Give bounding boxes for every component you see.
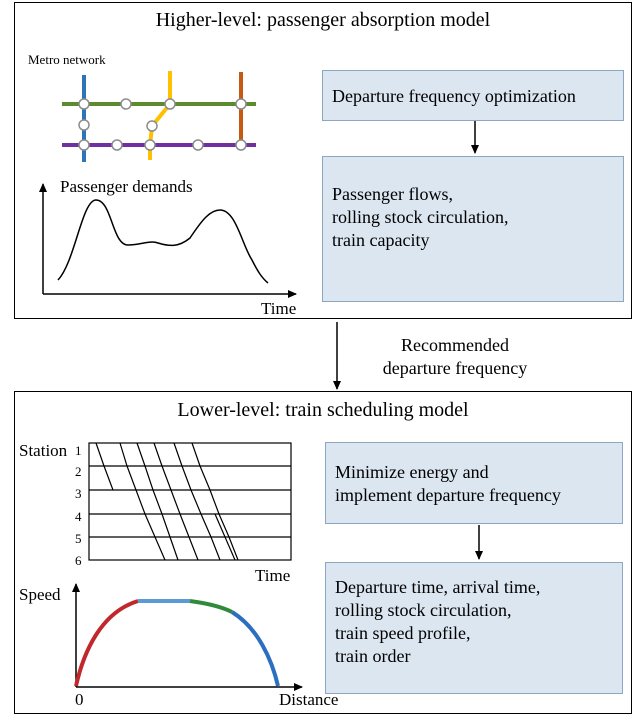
box-line: Passenger flows, [332,184,453,204]
metro-line-yellow-branch [148,102,172,160]
train-path [136,442,179,561]
timetable-time-label: Time [255,566,291,585]
speed-brake-segment [230,610,280,687]
speed-label: Speed [19,585,61,604]
mid-label-line: Recommended [401,335,509,355]
train-paths [95,442,239,561]
box-line: train speed profile, [335,623,471,643]
station-lines [89,465,291,538]
metro-station [120,98,132,110]
lower-level-panel: Lower-level: train scheduling model Stat… [14,391,632,714]
station-number: 2 [75,464,82,479]
passenger-demand-chart [39,183,297,298]
metro-station [78,119,90,131]
departure-frequency-optimization-text: Departure frequency optimization [332,86,576,106]
metro-station [235,139,247,151]
box-line: rolling stock circulation, [332,207,509,227]
box-line: rolling stock circulation, [335,600,512,620]
recommended-departure-frequency-label: Recommended departure frequency [360,334,550,380]
train-path [173,442,221,561]
train-path [153,442,199,561]
metro-network-map [62,71,256,162]
metro-station [164,98,176,110]
passenger-demands-label: Passenger demands [60,177,193,196]
demand-curve [57,199,269,284]
departure-time-box: Departure time, arrival time, rolling st… [325,562,623,694]
train-path [119,442,166,561]
metro-station [111,139,123,151]
metro-station [192,139,204,151]
station-number: 5 [75,531,82,546]
station-number: 4 [75,509,82,524]
higher-level-panel: Higher-level: passenger absorption model… [14,2,632,319]
metro-station [146,120,158,132]
departure-frequency-optimization-box: Departure frequency optimization [322,70,624,121]
station-number: 1 [75,443,82,458]
metro-stations [78,98,247,151]
box-line: train order [335,646,411,666]
station-label: Station [19,441,68,460]
station-number: 3 [75,486,82,501]
higher-level-title: Higher-level: passenger absorption model [155,9,491,31]
metro-station [144,139,156,151]
timetable-chart [88,442,292,561]
train-path [95,442,114,491]
metro-station [78,98,90,110]
train-path [214,513,236,561]
metro-network-label: Metro network [28,52,106,67]
box-line: Minimize energy and [335,462,489,482]
mid-label-line: departure frequency [382,358,528,378]
box-line: Departure time, arrival time, [335,577,541,597]
lower-level-title: Lower-level: train scheduling model [177,399,469,421]
timetable-frame [88,442,292,561]
time-label: Time [261,299,297,318]
train-path [191,442,239,561]
box-line: train capacity [332,230,430,250]
speed-profile-chart [72,583,303,691]
passenger-flows-box: Passenger flows, rolling stock circulati… [322,156,624,302]
origin-label: 0 [75,690,84,709]
speed-coast-segment [189,599,233,614]
metro-station [78,139,90,151]
speed-accelerate-segment [74,599,139,687]
box-line: implement departure frequency [335,485,561,505]
distance-label: Distance [279,690,339,709]
minimize-energy-box: Minimize energy and implement departure … [325,442,623,524]
station-number: 6 [75,553,82,568]
metro-station [235,98,247,110]
